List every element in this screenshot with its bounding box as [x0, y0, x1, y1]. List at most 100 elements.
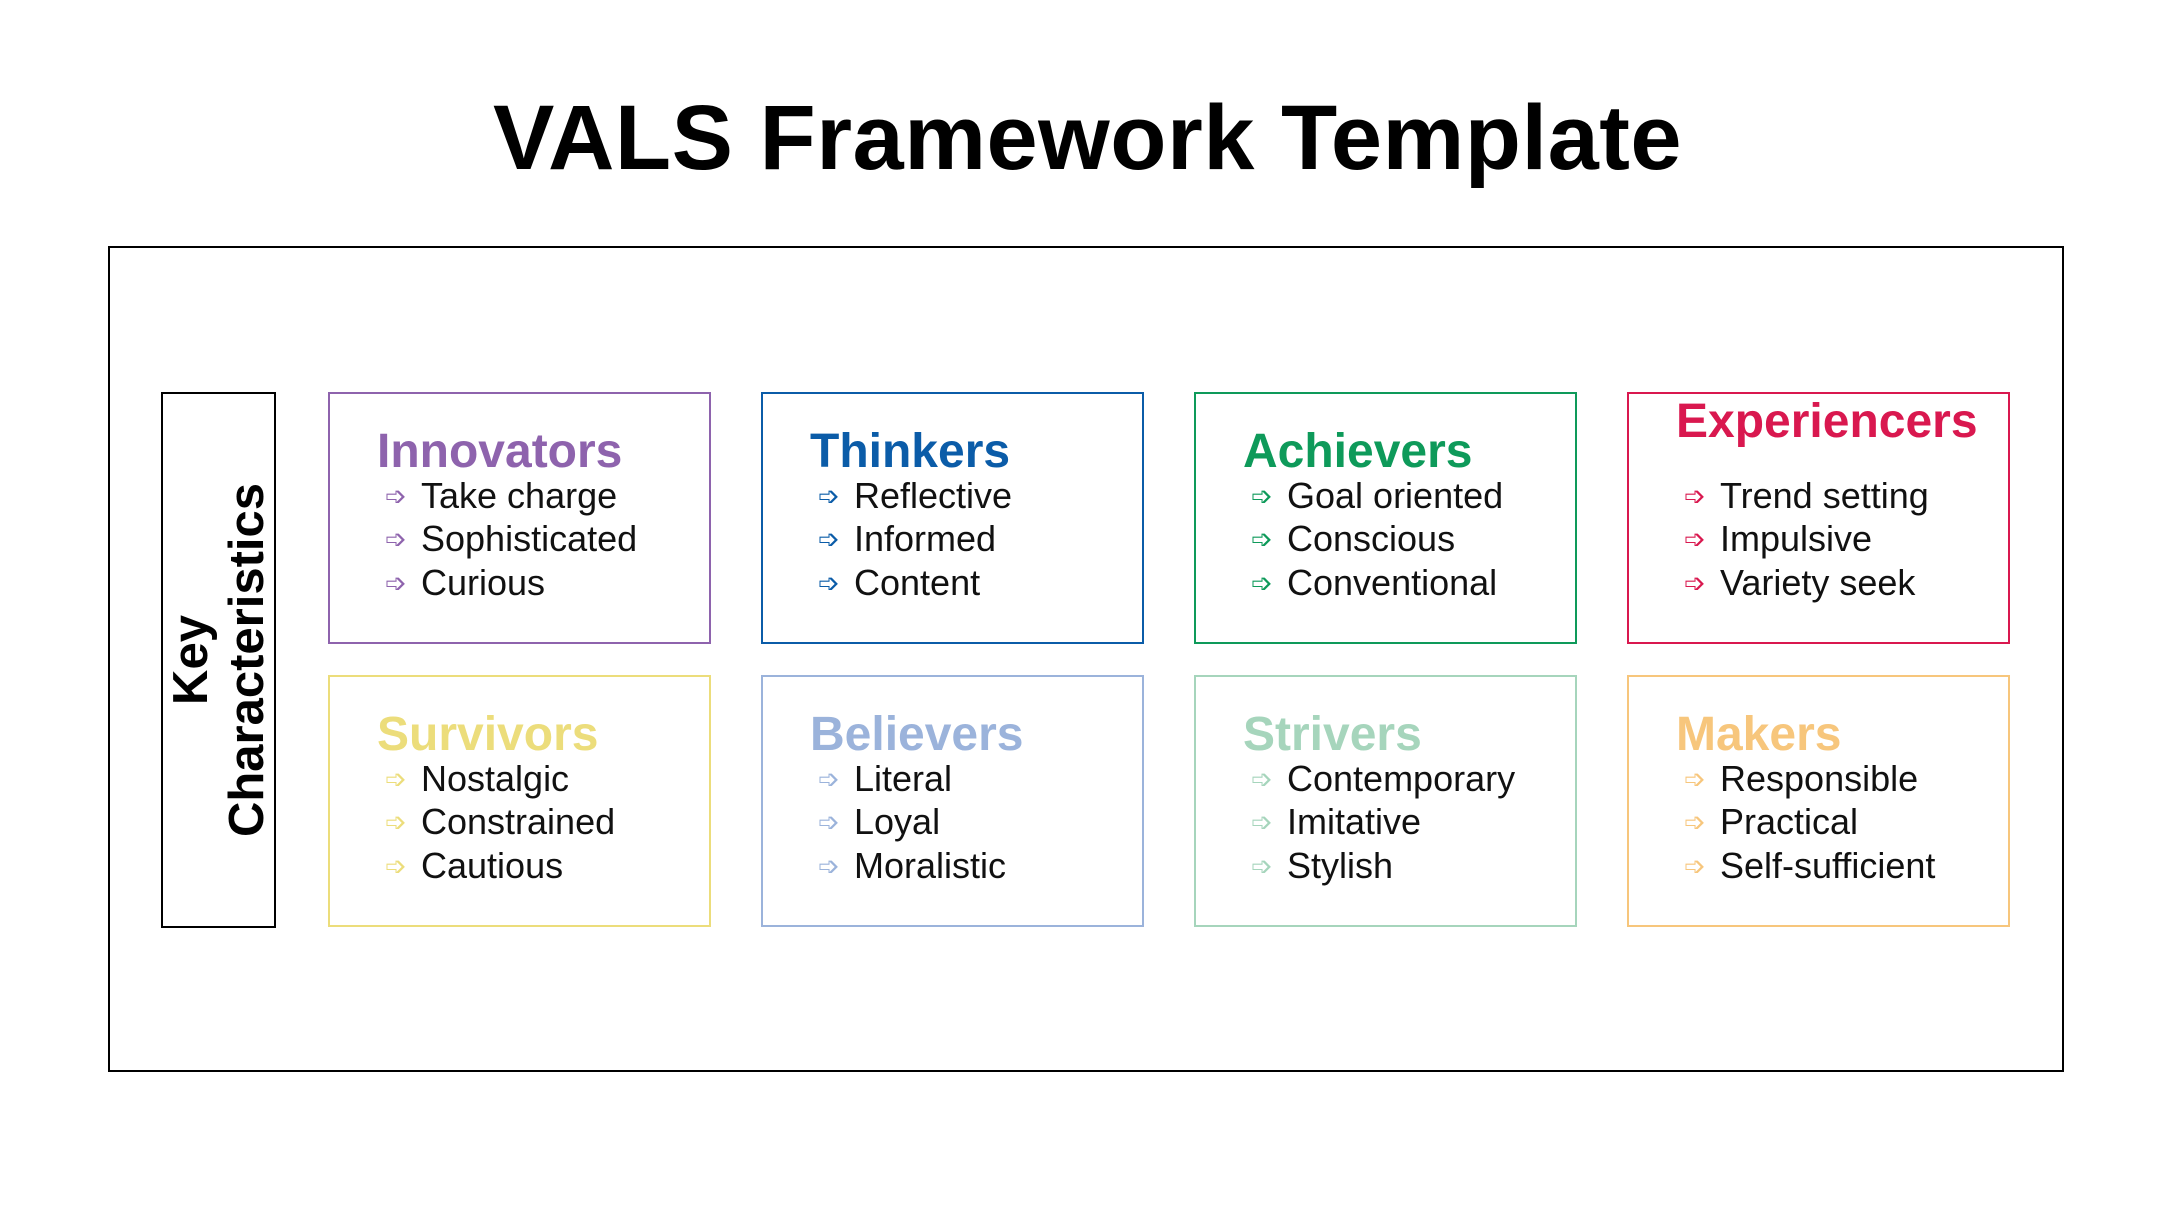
key-characteristics-label: Key Characteristics [163, 483, 275, 837]
right-arrow-outline-icon: ➩ [385, 763, 407, 794]
right-arrow-outline-icon: ➩ [1684, 850, 1706, 881]
framework-frame [108, 246, 2064, 1072]
characteristic-text: Imitative [1287, 801, 1422, 843]
right-arrow-outline-icon: ➩ [385, 850, 407, 881]
right-arrow-outline-icon: ➩ [818, 850, 840, 881]
characteristic-text: Responsible [1720, 757, 1919, 799]
characteristic-item: ➩ Reflective [818, 474, 1012, 518]
right-arrow-outline-icon: ➩ [385, 480, 407, 511]
segment-card-experiencers: Experiencers ➩ Trend setting ➩ Impulsive ➩ Var… [1627, 392, 2010, 644]
characteristic-item: ➩ Content [818, 561, 1012, 605]
characteristic-item: ➩ Sophisticated [385, 518, 637, 562]
characteristic-text: Variety seek [1720, 561, 1916, 603]
characteristic-item: ➩ Nostalgic [385, 757, 615, 801]
characteristic-text: Conscious [1287, 518, 1456, 560]
characteristic-text: Impulsive [1720, 518, 1873, 560]
characteristic-text: Informed [854, 518, 997, 560]
right-arrow-outline-icon: ➩ [1251, 480, 1273, 511]
segment-card-innovators: Innovators➩Take charge➩Sophisticated➩Cur… [328, 392, 711, 644]
key-label-line-2: Characteristics [219, 482, 274, 838]
characteristic-text: Take charge [421, 474, 618, 516]
characteristic-item: ➩ Contemporary [1251, 757, 1515, 801]
right-arrow-outline-icon: ➩ [1684, 807, 1706, 838]
characteristic-text: Constrained [421, 801, 616, 843]
segment-title: Thinkers [810, 425, 1011, 478]
characteristic-item: ➩ Take charge [385, 474, 637, 518]
characteristic-text: Goal oriented [1287, 474, 1504, 516]
right-arrow-outline-icon: ➩ [1684, 763, 1706, 794]
characteristic-text: Moralistic [854, 844, 1007, 886]
right-arrow-outline-icon: ➩ [385, 807, 407, 838]
segment-card-survivors: Survivors➩Nostalgic➩Constrained➩Cautious [328, 675, 711, 927]
characteristic-item: ➩ Cautious [385, 844, 615, 888]
segment-title: Survivors [377, 708, 599, 761]
characteristic-text: Practical [1720, 801, 1859, 843]
right-arrow-outline-icon: ➩ [1251, 763, 1273, 794]
characteristic-item: ➩ Moralistic [818, 844, 1006, 888]
characteristic-item: ➩ Responsible [1684, 757, 1935, 801]
characteristic-text: Cautious [421, 844, 564, 886]
characteristic-text: Content [854, 561, 981, 603]
characteristic-item: ➩ Goal oriented [1251, 474, 1503, 518]
right-arrow-outline-icon: ➩ [1251, 850, 1273, 881]
characteristic-text: Conventional [1287, 561, 1498, 603]
characteristic-item: ➩ Practical [1684, 801, 1935, 845]
segment-card-believers: Believers➩Literal➩Loyal➩Moralistic [761, 675, 1144, 927]
characteristic-item: ➩Literal [818, 757, 1006, 801]
segment-title: Strivers [1243, 708, 1422, 761]
right-arrow-outline-icon: ➩ [1684, 480, 1706, 511]
characteristics-list: ➩ Trend setting ➩ Impulsive ➩ Variety seek [1684, 474, 1929, 605]
right-arrow-outline-icon: ➩ [1251, 807, 1273, 838]
page-title: VALS Framework Template [492, 87, 1683, 189]
right-arrow-outline-icon: ➩ [385, 524, 407, 555]
characteristic-item: ➩ Constrained [385, 801, 615, 845]
characteristic-text: Self-sufficient [1720, 844, 1936, 886]
right-arrow-outline-icon: ➩ [818, 567, 840, 598]
segment-card-thinkers: Thinkers➩Reflective➩Informed➩Content [761, 392, 1144, 644]
characteristics-list: ➩ Goal oriented ➩ Conscious ➩ Conventional [1251, 474, 1503, 605]
characteristic-item: ➩ Stylish [1251, 844, 1515, 888]
key-label-line-1: Key [163, 615, 218, 705]
characteristics-list: ➩ Responsible ➩ Practical ➩ Self-sufficient [1684, 757, 1935, 888]
characteristic-text: Curious [421, 561, 546, 603]
characteristic-item: ➩ Loyal [818, 801, 1006, 845]
right-arrow-outline-icon: ➩ [818, 480, 840, 511]
right-arrow-outline-icon: ➩ [818, 807, 840, 838]
characteristics-list: ➩Literal➩Loyal➩Moralistic [818, 757, 1006, 888]
characteristic-text: Loyal [854, 801, 941, 843]
segment-title: Makers [1676, 708, 1842, 761]
characteristics-list: ➩ Take charge ➩ Sophisticated➩Curious [385, 474, 637, 605]
characteristics-list: ➩ Reflective ➩ Informed ➩ Content [818, 474, 1012, 605]
characteristic-item: ➩ Informed [818, 518, 1012, 562]
key-characteristics-box: Key Characteristics [161, 392, 276, 928]
right-arrow-outline-icon: ➩ [1251, 524, 1273, 555]
segment-card-achievers: Achievers➩Goal oriented➩Conscious➩Conven… [1194, 392, 1577, 644]
right-arrow-outline-icon: ➩ [1684, 567, 1706, 598]
right-arrow-outline-icon: ➩ [818, 524, 840, 555]
right-arrow-outline-icon: ➩ [1684, 524, 1706, 555]
segment-title: Innovators [377, 425, 623, 478]
characteristics-list: ➩ Contemporary ➩ Imitative ➩ Stylish [1251, 757, 1515, 888]
right-arrow-outline-icon: ➩ [1251, 567, 1273, 598]
characteristics-list: ➩ Nostalgic ➩ Constrained ➩ Cautious [385, 757, 615, 888]
characteristic-item: ➩ Variety seek [1684, 561, 1929, 605]
characteristic-item: ➩ Conventional [1251, 561, 1503, 605]
segment-card-makers: Makers➩Responsible➩Practical➩Self-suffic… [1627, 675, 2010, 927]
segment-card-strivers: Strivers➩Contemporary➩Imitative➩Stylish [1194, 675, 1577, 927]
segment-title: Achievers [1243, 425, 1473, 478]
characteristic-item: ➩ Imitative [1251, 801, 1515, 845]
characteristic-item: ➩Curious [385, 561, 637, 605]
characteristic-text: Sophisticated [421, 518, 638, 560]
characteristic-text: Stylish [1287, 844, 1394, 886]
characteristic-item: ➩ Self-sufficient [1684, 844, 1935, 888]
characteristic-item: ➩ Conscious [1251, 518, 1503, 562]
right-arrow-outline-icon: ➩ [818, 763, 840, 794]
characteristic-item: ➩ Impulsive [1684, 518, 1929, 562]
segment-title: Experiencers [1676, 395, 1978, 448]
characteristic-item: ➩ Trend setting [1684, 474, 1929, 518]
characteristic-text: Reflective [854, 474, 1013, 516]
characteristic-text: Contemporary [1287, 757, 1516, 799]
segment-title: Believers [810, 708, 1024, 761]
characteristic-text: Trend setting [1720, 474, 1929, 516]
characteristic-text: Nostalgic [421, 757, 570, 799]
